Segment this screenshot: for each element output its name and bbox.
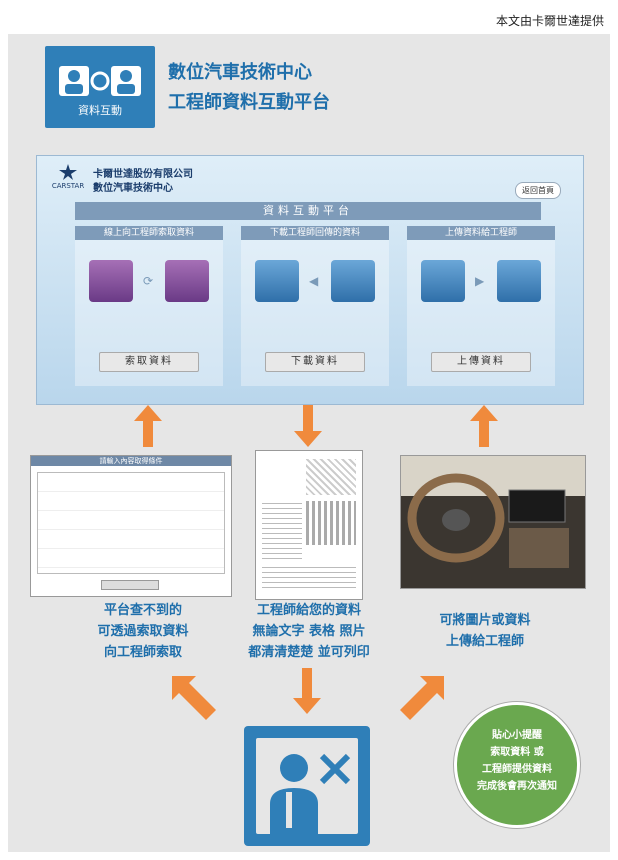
arrow-up-icon (134, 405, 162, 447)
engineer-with-tools-icon (270, 753, 351, 834)
carstar-logo: CARSTAR (47, 164, 89, 190)
platform-screenshot: CARSTAR 卡爾世達股份有限公司 數位汽車技術中心 返回首頁 資料互動平台 … (36, 155, 584, 405)
upload-caption: 可將圖片或資料 上傳給工程師 (410, 610, 560, 652)
reminder-line: 工程師提供資料 (482, 764, 552, 775)
service-manual-page (255, 450, 363, 600)
credit-line: 本文由卡爾世達提供 (495, 14, 604, 28)
arrow-left-icon: ◀ (309, 274, 319, 288)
reminder-line: 貼心小提醒 (492, 730, 542, 741)
arrow-down-icon (293, 668, 321, 714)
download-caption: 工程師給您的資料 無論文字 表格 照片 都清清楚楚 並可列印 (226, 600, 392, 663)
arrow-down-icon (294, 405, 322, 447)
download-column: 下載工程師回傳的資料 ◀ 下載資料 (241, 226, 389, 386)
platform-title-bar: 資料互動平台 (75, 202, 541, 220)
title-line-2: 工程師資料互動平台 (168, 92, 330, 113)
caption-line: 可將圖片或資料 (439, 613, 531, 628)
caption-line: 無論文字 表格 照片 (252, 624, 366, 639)
request-data-button[interactable]: 索取資料 (99, 352, 199, 372)
arrow-up-right-icon (400, 676, 444, 720)
arrow-up-icon (470, 405, 498, 447)
reminder-line: 索取資料 或 (490, 747, 544, 758)
company-name: 卡爾世達股份有限公司 數位汽車技術中心 (93, 168, 193, 196)
document-icon (331, 260, 375, 302)
caption-line: 工程師給您的資料 (256, 603, 361, 618)
request-column: 線上向工程師索取資料 ⟳ 索取資料 (75, 226, 223, 386)
car-interior-photo (400, 455, 586, 589)
caption-line: 都清清楚楚 並可列印 (248, 645, 370, 660)
hand-icon (89, 260, 133, 302)
upload-data-button[interactable]: 上傳資料 (431, 352, 531, 372)
arrow-right-icon: ▶ (475, 274, 485, 288)
request-caption: 平台查不到的 可透過索取資料 向工程師索取 (78, 600, 208, 663)
brand-name: CARSTAR (51, 182, 85, 190)
engineer-icon (255, 260, 299, 302)
star-icon (59, 164, 77, 180)
caption-line: 向工程師索取 (103, 645, 182, 660)
caption-line: 平台查不到的 (103, 603, 182, 618)
page-title: 數位汽車技術中心 工程師資料互動平台 (168, 58, 330, 118)
steering-wheel-icon (407, 473, 569, 568)
download-data-button[interactable]: 下載資料 (265, 352, 365, 372)
engineer-icon (244, 726, 370, 846)
upload-column-header: 上傳資料給工程師 (407, 226, 555, 240)
request-column-header: 線上向工程師索取資料 (75, 226, 223, 240)
caption-line: 可透過索取資料 (97, 624, 189, 639)
caption-line: 上傳給工程師 (445, 634, 524, 649)
engineer-exchange-icon (59, 66, 141, 96)
form-title: 請輸入內容取得條件 (31, 456, 231, 466)
document-icon (421, 260, 465, 302)
document-icon (165, 260, 209, 302)
home-button[interactable]: 返回首頁 (515, 182, 561, 199)
reminder-line: 完成後會再次通知 (477, 781, 557, 792)
header-logo: 資料互動 (45, 46, 155, 128)
reminder-badge: 貼心小提醒 索取資料 或 工程師提供資料 完成後會再次通知 (454, 702, 580, 828)
company-line-1: 卡爾世達股份有限公司 (93, 169, 193, 180)
upload-column: 上傳資料給工程師 ▶ 上傳資料 (407, 226, 555, 386)
title-line-1: 數位汽車技術中心 (168, 62, 312, 83)
refresh-icon: ⟳ (143, 274, 154, 288)
request-form-screenshot: 請輸入內容取得條件 (30, 455, 232, 597)
logo-label: 資料互動 (78, 104, 122, 117)
arrow-up-left-icon (172, 676, 216, 720)
support-agent-icon (497, 260, 541, 302)
download-column-header: 下載工程師回傳的資料 (241, 226, 389, 240)
company-line-2: 數位汽車技術中心 (93, 183, 173, 194)
